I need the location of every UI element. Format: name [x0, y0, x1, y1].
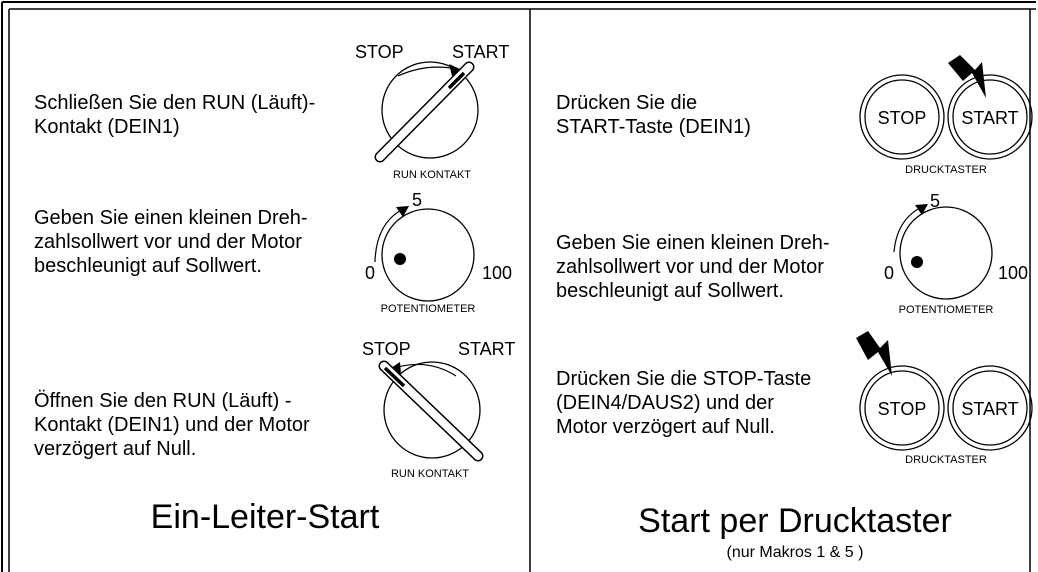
switch1-caption: RUN KONTAKT	[393, 169, 471, 181]
pb2-start-button	[952, 370, 1028, 446]
pb1-press-arrow-icon	[948, 55, 986, 98]
pb2-press-arrow-icon	[856, 331, 892, 376]
run-contact-switch-closed: STOP START RUN KONTAKT	[355, 42, 509, 181]
pb2-caption: DRUCKTASTER	[905, 454, 987, 466]
pot1-mark-label: 5	[412, 190, 422, 210]
right-step3-text: Drücken Sie die STOP-Taste (DEIN4/DAUS2)…	[556, 368, 812, 438]
potentiometer-left: 5 0 100 POTENTIOMETER	[365, 190, 512, 315]
switch2-dial	[383, 361, 481, 459]
pb1-start-button	[952, 79, 1028, 155]
right-step1-text: Drücken Sie die START-Taste (DEIN1)	[556, 92, 751, 138]
pot2-mark-label: 5	[930, 191, 940, 211]
pot1-arrowhead	[396, 206, 409, 217]
pb1-stop-button	[864, 79, 940, 155]
pot1-caption: POTENTIOMETER	[381, 303, 476, 315]
right-subtitle: (nur Makros 1 & 5 )	[726, 544, 864, 561]
potentiometer-right: 5 0 100 POTENTIOMETER	[884, 191, 1028, 316]
pot1-max-label: 100	[482, 263, 512, 283]
left-title: Ein-Leiter-Start	[150, 498, 380, 536]
pb2-start-label: START	[961, 399, 1018, 419]
right-title: Start per Drucktaster	[638, 502, 952, 540]
pot2-min-label: 0	[884, 263, 894, 283]
left-step1-text: Schließen Sie den RUN (Läuft)- Kontakt (…	[34, 92, 316, 138]
pot2-caption: POTENTIOMETER	[899, 304, 994, 316]
pot2-dial	[899, 206, 993, 300]
left-step3-text: Öffnen Sie den RUN (Läuft) - Kontakt (DE…	[34, 390, 310, 460]
pb2-stop-label: STOP	[878, 399, 927, 419]
switch2-start-label: START	[458, 339, 515, 359]
switch2-stop-label: STOP	[362, 339, 411, 359]
pushbuttons-start-pressed: STOP START DRUCKTASTER	[859, 55, 1033, 176]
pb1-start-label: START	[961, 108, 1018, 128]
right-step2-text: Geben Sie einen kleinen Dreh- zahlsollwe…	[556, 232, 830, 302]
pot1-knob-dot	[394, 253, 406, 265]
pot1-dial	[381, 208, 475, 302]
pot2-max-label: 100	[998, 263, 1028, 283]
switch2-arc	[393, 363, 457, 377]
pot2-arrowhead	[915, 204, 928, 215]
run-contact-switch-open: STOP START RUN KONTAKT	[362, 339, 515, 480]
switch2-caption: RUN KONTAKT	[391, 468, 469, 480]
switch1-start-label: START	[452, 42, 509, 62]
pb1-stop-label: STOP	[878, 108, 927, 128]
switch1-stop-label: STOP	[355, 42, 404, 62]
pb2-stop-button	[864, 370, 940, 446]
pushbuttons-stop-pressed: STOP START DRUCKTASTER	[856, 331, 1033, 466]
pot2-arc	[893, 205, 925, 253]
pot1-min-label: 0	[365, 263, 375, 283]
switch1-dial	[381, 61, 479, 159]
left-step2-text: Geben Sie einen kleinen Dreh- zahlsollwe…	[34, 207, 308, 277]
pot2-knob-dot	[911, 256, 923, 268]
pb1-caption: DRUCKTASTER	[905, 164, 987, 176]
